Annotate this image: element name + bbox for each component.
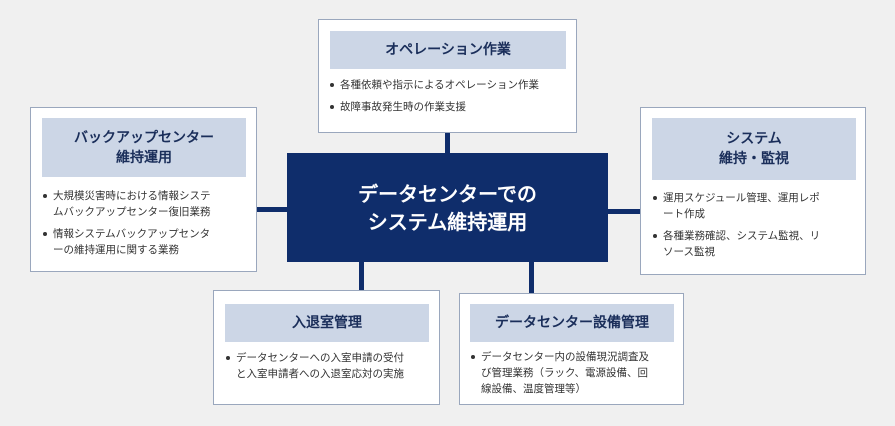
backup-box: バックアップセンター 維持運用 大規模災害時における情報システ ムバックアップセ…: [30, 107, 257, 272]
entry-title: 入退室管理: [225, 304, 429, 342]
system-list: 運用スケジュール管理、運用レポ ート作成 各種業務確認、システム監視、リ ソース…: [653, 190, 861, 266]
facility-title: データセンター設備管理: [470, 304, 674, 342]
connector-bottom-right: [529, 262, 534, 293]
list-item: 各種依頼や指示によるオペレーション作業: [330, 77, 570, 93]
center-topic-line2: システム維持運用: [367, 209, 528, 234]
connector-bottom-left: [359, 262, 364, 290]
list-item: 運用スケジュール管理、運用レポ ート作成: [653, 190, 861, 222]
backup-title-line1: バックアップセンター: [74, 129, 214, 146]
facility-list: データセンター内の設備現況調査及 び管理業務（ラック、電源設備、回 線設備、温度…: [471, 349, 683, 403]
list-item: データセンターへの入室申請の受付 と入室申請者への入退室応対の実施: [226, 350, 438, 382]
connector-right: [608, 209, 640, 214]
system-title: システム 維持・監視: [652, 118, 856, 180]
entry-title-text: 入退室管理: [292, 315, 362, 331]
list-item: データセンター内の設備現況調査及 び管理業務（ラック、電源設備、回 線設備、温度…: [471, 349, 683, 397]
system-title-line1: システム: [726, 131, 782, 147]
connector-left: [257, 207, 287, 212]
facility-title-text: データセンター設備管理: [495, 315, 649, 331]
operation-box: オペレーション作業 各種依頼や指示によるオペレーション作業 故障事故発生時の作業…: [318, 19, 577, 133]
operation-title: オペレーション作業: [330, 31, 566, 69]
list-item: 故障事故発生時の作業支援: [330, 99, 570, 115]
list-item: 情報システムバックアップセンタ ーの維持運用に関する業務: [43, 226, 253, 258]
system-box: システム 維持・監視 運用スケジュール管理、運用レポ ート作成 各種業務確認、シ…: [640, 107, 866, 275]
system-title-line2: 維持・監視: [719, 151, 789, 167]
list-item: 各種業務確認、システム監視、リ ソース監視: [653, 228, 861, 260]
center-topic-line1: データセンターでの: [358, 181, 537, 206]
entry-list: データセンターへの入室申請の受付 と入室申請者への入退室応対の実施: [226, 350, 438, 388]
backup-title-line2: 維持運用: [116, 149, 172, 166]
operation-title-text: オペレーション作業: [385, 42, 511, 58]
facility-box: データセンター設備管理 データセンター内の設備現況調査及 び管理業務（ラック、電…: [459, 293, 684, 405]
connector-top: [445, 133, 450, 153]
backup-list: 大規模災害時における情報システ ムバックアップセンター復旧業務 情報システムバッ…: [43, 188, 253, 264]
operation-list: 各種依頼や指示によるオペレーション作業 故障事故発生時の作業支援: [330, 77, 570, 121]
backup-title: バックアップセンター 維持運用: [42, 118, 246, 177]
entry-box: 入退室管理 データセンターへの入室申請の受付 と入室申請者への入退室応対の実施: [213, 290, 440, 405]
list-item: 大規模災害時における情報システ ムバックアップセンター復旧業務: [43, 188, 253, 220]
center-topic-box: データセンターでの システム維持運用: [287, 153, 608, 262]
